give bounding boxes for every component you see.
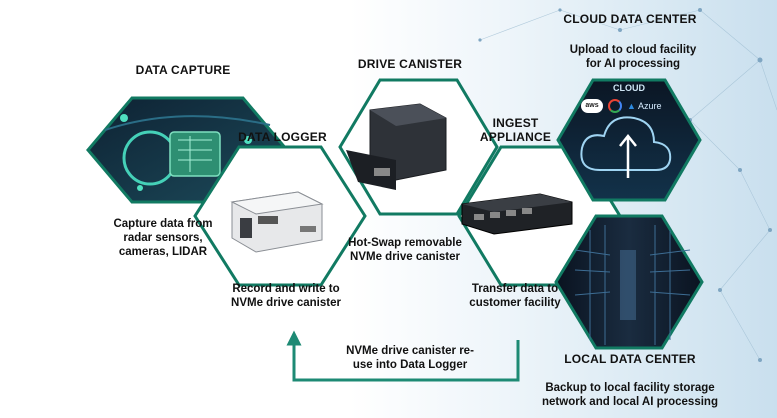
ingest-appliance-server-icon: [461, 193, 573, 235]
azure-icon: ▲: [627, 101, 636, 111]
local-data-center-hexagon: [554, 214, 704, 350]
ingest-appliance-title: INGEST APPLIANCE: [479, 116, 552, 144]
azure-label: Azure: [637, 101, 662, 111]
cloud-data-center-title: CLOUD DATA CENTER: [563, 12, 697, 26]
cloud-data-center-caption: Upload to cloud facility for AI processi…: [569, 44, 697, 70]
server-racks-icon: [574, 225, 691, 345]
local-data-center-title: LOCAL DATA CENTER: [564, 352, 696, 366]
aws-logo: aws: [581, 99, 603, 113]
data-logger-title: DATA LOGGER: [238, 130, 327, 144]
drive-canister-title: DRIVE CANISTER: [357, 57, 463, 71]
drive-canister-icon: [346, 103, 447, 190]
reuse-loop-caption: NVMe drive canister re- use into Data Lo…: [346, 345, 474, 371]
reuse-loop-arrow: [286, 330, 520, 382]
data-capture-caption: Capture data from radar sensors, cameras…: [113, 218, 213, 258]
data-logger-device-icon: [230, 191, 324, 253]
data-logger-hexagon: [193, 145, 367, 287]
ingest-appliance-caption: Transfer data to customer facility: [469, 283, 561, 309]
cloud-panel-label: CLOUD: [613, 83, 645, 93]
data-logger-caption: Record and write to NVMe drive canister: [231, 283, 341, 309]
google-cloud-logo: [608, 99, 622, 113]
local-data-center-caption: Backup to local facility storage network…: [542, 382, 718, 408]
drive-canister-hexagon: [338, 78, 499, 216]
drive-canister-caption: Hot-Swap removable NVMe drive canister: [348, 237, 462, 263]
azure-logo: ▲ Azure: [627, 99, 671, 113]
cloud-icon: [580, 116, 672, 171]
upload-arrow-icon: [619, 133, 637, 178]
data-capture-title: DATA CAPTURE: [135, 63, 231, 77]
